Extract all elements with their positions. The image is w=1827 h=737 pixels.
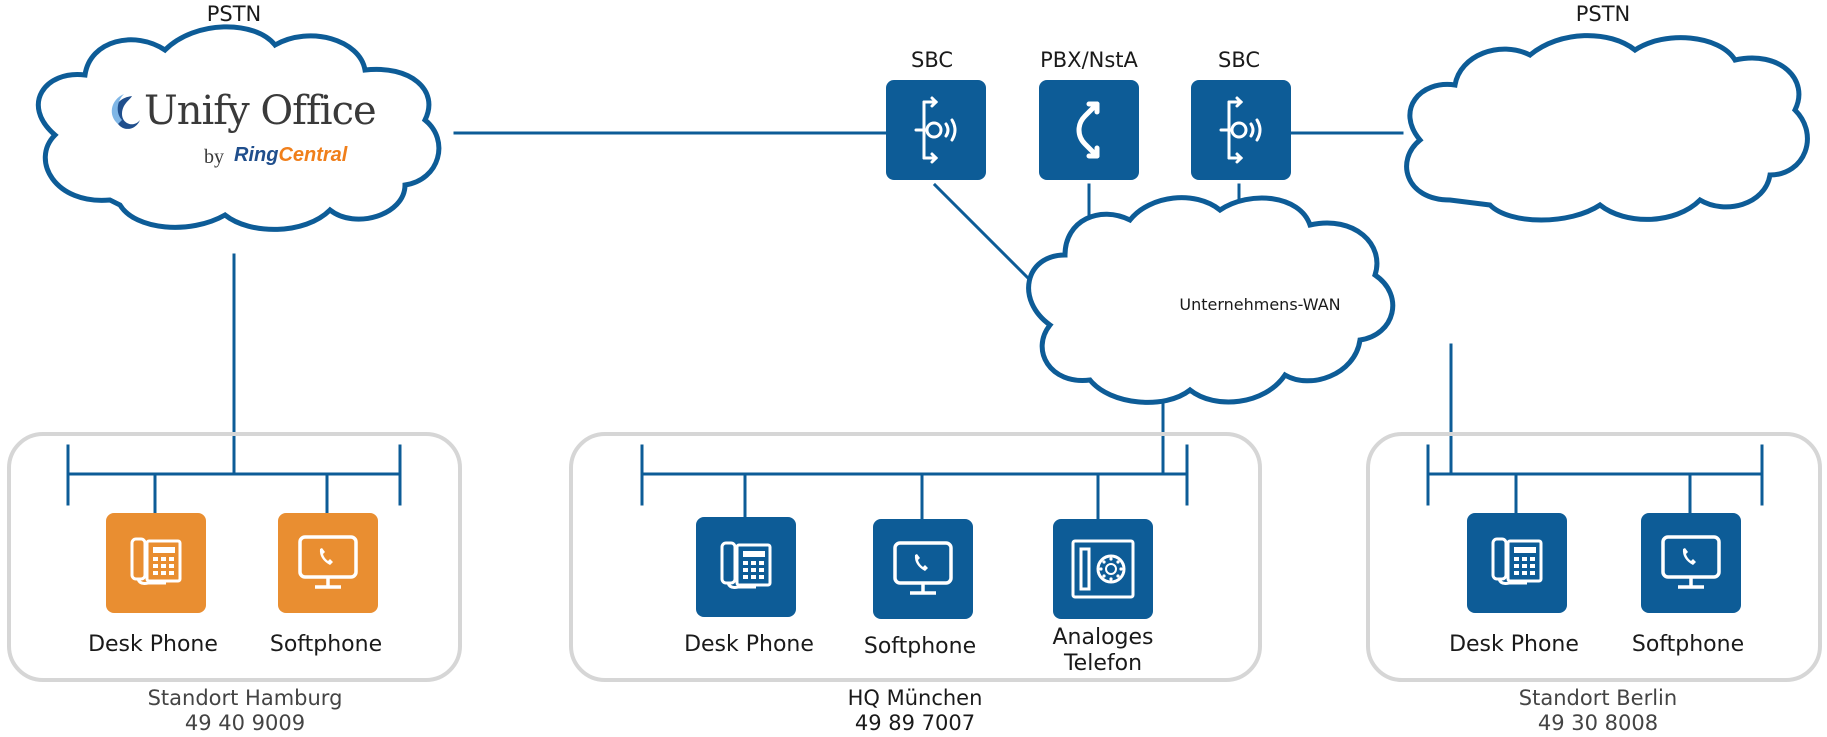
link-sbc-left-to-wan [932, 182, 1043, 293]
softphone-icon [893, 541, 953, 595]
site-name-berlin: Standort Berlin [1518, 686, 1678, 710]
muenchen-desk-phone-label: Desk Phone [684, 632, 814, 657]
muenchen-analog-phone-label-2: Telefon [1063, 651, 1143, 676]
sbc-left-label: SBC [910, 48, 954, 72]
ringcentral-wordmark: RingCentral [234, 144, 348, 166]
berlin-desk-phone[interactable] [1467, 513, 1567, 613]
analog-phone-icon [1071, 539, 1135, 599]
site-number-hamburg: 49 40 9009 [184, 711, 306, 735]
site-box-hamburg [7, 432, 462, 682]
site-number-muenchen: 49 89 7007 [854, 711, 976, 735]
unify-office-wordmark: Unify Office [144, 88, 377, 134]
site-box-muenchen [569, 432, 1262, 682]
site-number-berlin: 49 30 8008 [1537, 711, 1659, 735]
unify-office-logo: Unify Office by RingCentral [100, 88, 390, 178]
pstn-label-right: PSTN [1575, 2, 1631, 26]
sbc-icon [914, 96, 957, 164]
desk-phone-icon [720, 541, 772, 589]
pstn-label-left: PSTN [206, 2, 262, 26]
hamburg-softphone-label: Softphone [269, 632, 383, 657]
hamburg-desk-phone-label: Desk Phone [88, 632, 218, 657]
muenchen-analog-phone[interactable] [1053, 519, 1153, 619]
pbx-device[interactable] [1039, 80, 1139, 180]
wan-cloud [1026, 195, 1396, 405]
pstn-cloud-left [35, 24, 442, 232]
muenchen-analog-phone-label: Analoges [1052, 625, 1154, 650]
logo-by: by [204, 146, 224, 168]
sbc-left-device[interactable] [886, 80, 986, 180]
muenchen-softphone[interactable] [873, 519, 973, 619]
sbc-right-device[interactable] [1191, 80, 1291, 180]
hamburg-softphone[interactable] [278, 513, 378, 613]
site-box-berlin [1366, 432, 1822, 682]
berlin-softphone[interactable] [1641, 513, 1741, 613]
desk-phone-icon [130, 537, 182, 585]
wan-label: Unternehmens-WAN [1179, 295, 1341, 314]
softphone-icon [1661, 535, 1721, 589]
softphone-icon [298, 535, 358, 589]
sbc-icon [1219, 96, 1262, 164]
pbx-label: PBX/NstA [1040, 48, 1138, 72]
sbc-right-label: SBC [1217, 48, 1261, 72]
muenchen-softphone-label: Softphone [863, 634, 977, 659]
pbx-icon [1076, 101, 1100, 159]
pstn-cloud-right [1404, 33, 1810, 223]
site-name-hamburg: Standort Hamburg [147, 686, 343, 710]
desk-phone-icon [1491, 537, 1543, 585]
unify-swirl-icon [111, 94, 140, 129]
hamburg-desk-phone[interactable] [106, 513, 206, 613]
site-name-muenchen: HQ München [847, 686, 983, 710]
berlin-softphone-label: Softphone [1631, 632, 1745, 657]
berlin-desk-phone-label: Desk Phone [1449, 632, 1579, 657]
muenchen-desk-phone[interactable] [696, 517, 796, 617]
